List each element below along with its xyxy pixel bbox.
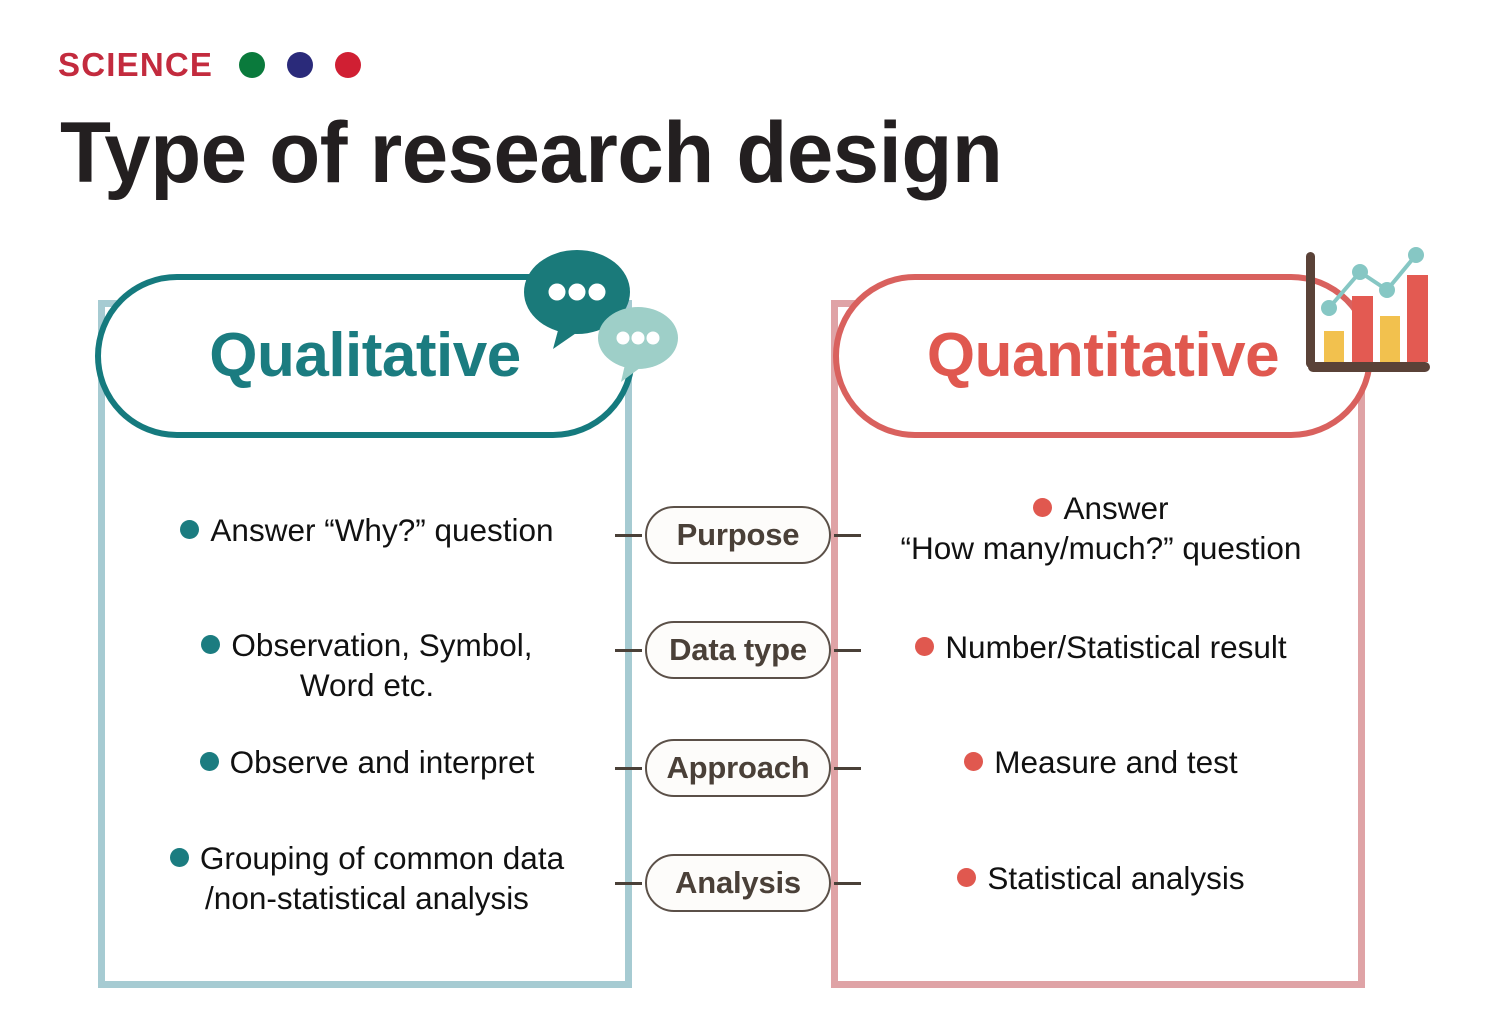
brand-row: SCIENCE	[58, 46, 362, 83]
speech-bubbles-svg	[524, 250, 678, 382]
red-dot	[335, 51, 362, 78]
attribute-pill-analysis[interactable]: Analysis	[615, 854, 861, 912]
chart-y-axis	[1306, 252, 1315, 368]
chart-bar-4	[1407, 275, 1428, 362]
list-item-label-line2: /non-statistical analysis	[205, 880, 529, 917]
list-item: Answer “How many/much?” question	[846, 488, 1356, 569]
connector-dash-right	[834, 881, 861, 885]
bar-chart-svg	[1306, 247, 1430, 372]
list-item-label: Statistical analysis	[987, 860, 1245, 896]
attribute-pill-purpose[interactable]: Purpose	[615, 506, 861, 564]
page-title: Type of research design	[60, 105, 1003, 201]
list-item-label: Observation, Symbol,	[231, 627, 533, 663]
list-item-label-line2: “How many/much?” question	[900, 530, 1302, 567]
list-item: Measure and test	[846, 742, 1356, 782]
chart-bar-3	[1380, 316, 1400, 362]
chart-bar-1	[1324, 331, 1344, 362]
attribute-pill-label: Approach	[666, 750, 810, 785]
connector-dash-left	[615, 766, 642, 770]
speech-bubble-large-icon	[524, 250, 630, 349]
list-item-label: Grouping of common data	[199, 840, 565, 876]
connector-dash-left	[615, 533, 642, 537]
list-item-label-line2: Word etc.	[299, 667, 435, 704]
bullet-dot-icon	[201, 635, 221, 654]
attribute-pill-label: Purpose	[676, 517, 800, 552]
list-item: Observation, Symbol, Word etc.	[112, 625, 622, 706]
connector-dash-left	[615, 648, 642, 652]
brand-dots	[239, 51, 362, 78]
list-item-label: Answer “Why?” question	[210, 512, 554, 548]
list-item: Number/Statistical result	[846, 627, 1356, 667]
list-item-label: Observe and interpret	[229, 744, 535, 780]
list-item-label: Answer	[1063, 490, 1169, 526]
connector-dash-right	[834, 533, 861, 537]
attribute-pill-column: Purpose Data type Approach Analysis	[615, 300, 861, 988]
brand-wordmark: SCIENCE	[58, 46, 214, 83]
attribute-pill-approach[interactable]: Approach	[615, 739, 861, 797]
list-item-label: Measure and test	[994, 744, 1238, 780]
quantitative-heading: Quantitative	[926, 321, 1280, 390]
list-item-label: Number/Statistical result	[945, 629, 1287, 665]
bullet-dot-icon	[1033, 498, 1053, 517]
connector-dash-right	[834, 766, 861, 770]
list-item: Statistical analysis	[846, 858, 1356, 898]
bullet-dot-icon	[169, 848, 189, 867]
bullet-dot-icon	[199, 752, 219, 771]
bullet-dot-icon	[964, 752, 984, 771]
green-dot	[239, 51, 266, 78]
bar-chart-icon	[1290, 246, 1440, 386]
chart-bar-2	[1352, 296, 1373, 362]
bullet-dot-icon	[180, 520, 200, 539]
bullet-dot-icon	[915, 637, 935, 656]
attribute-pill-label: Data type	[669, 632, 807, 667]
chart-trend-line	[1327, 253, 1418, 310]
navy-dot	[287, 51, 314, 78]
list-item: Grouping of common data /non-statistical…	[112, 838, 622, 919]
bullet-dot-icon	[957, 868, 977, 887]
list-item: Observe and interpret	[112, 742, 622, 782]
connector-dash-right	[834, 648, 861, 652]
list-item: Answer “Why?” question	[112, 510, 622, 550]
qualitative-heading: Qualitative	[209, 321, 521, 390]
speech-bubble-small-icon	[598, 307, 678, 382]
connector-dash-left	[615, 881, 642, 885]
speech-bubbles-icon	[520, 245, 695, 390]
attribute-pill-label: Analysis	[675, 865, 801, 900]
attribute-pill-data-type[interactable]: Data type	[615, 621, 861, 679]
chart-x-axis	[1308, 362, 1430, 372]
